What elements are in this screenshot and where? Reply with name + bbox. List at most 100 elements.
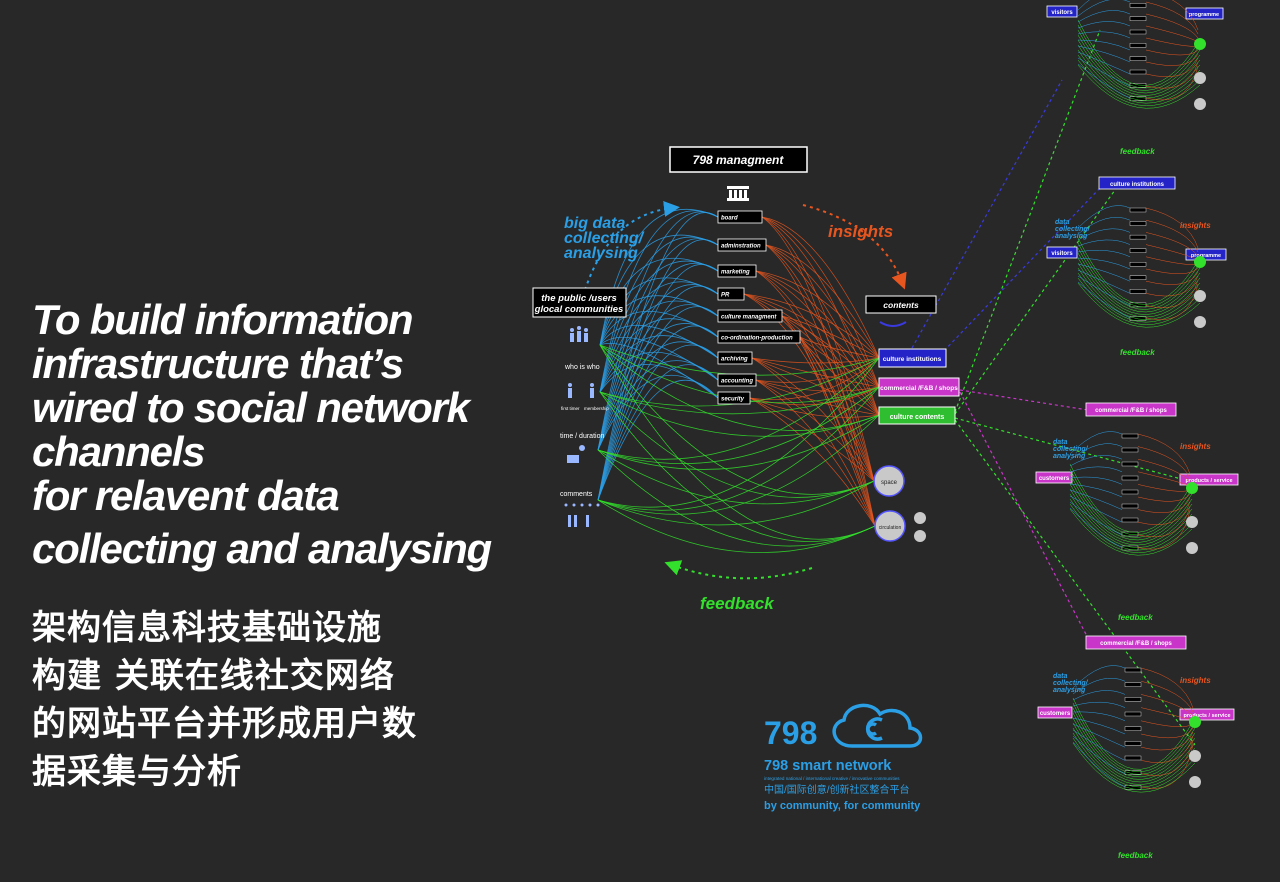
- mini-dept-box: [1121, 517, 1139, 523]
- connection-curve: [765, 244, 880, 388]
- mini-data-label: data: [1053, 673, 1068, 680]
- mini-curve: [1145, 37, 1199, 47]
- connection-curve: [597, 364, 719, 501]
- mini-curve: [1069, 431, 1123, 455]
- cloud-icon: [832, 703, 923, 748]
- logo-number: 798: [764, 715, 817, 751]
- connection-curve: [755, 379, 875, 482]
- big-data-line: analysing: [564, 245, 638, 262]
- mini-curve: [1069, 483, 1193, 543]
- mini-curve: [1072, 707, 1196, 775]
- person-icon: [568, 383, 594, 398]
- mini-node: [1194, 38, 1206, 50]
- clock-icon: [567, 445, 585, 463]
- mini-curve: [1069, 443, 1123, 461]
- comments-label: comments: [560, 491, 593, 498]
- mini-curve: [1072, 712, 1196, 778]
- mini-node: [1189, 750, 1201, 762]
- mini-curve: [1077, 59, 1201, 106]
- mini-curve: [1145, 1, 1199, 35]
- big-data-arrow: [584, 200, 680, 291]
- mini-dept-box: [1129, 16, 1147, 21]
- logo: 798 798 smart network integrated nationa…: [760, 698, 940, 818]
- mini-curve: [1145, 267, 1199, 274]
- chinese-line: 据采集与分析: [32, 752, 242, 792]
- people-icon: [570, 326, 588, 342]
- connection-curve: [799, 336, 880, 359]
- mini-curve: [1077, 21, 1131, 29]
- mini-curve: [1145, 283, 1199, 320]
- mini-dept-box: [1124, 741, 1142, 746]
- mini-insights-label: insights: [1180, 221, 1211, 230]
- mini-dept-box: [1121, 475, 1139, 481]
- mini-products-label: products / service: [1185, 478, 1232, 484]
- mini-curve: [1140, 667, 1194, 709]
- mini-curve: [1072, 678, 1126, 695]
- mini-dept-box: [1129, 43, 1147, 48]
- mini-curve: [1077, 45, 1131, 63]
- connection-curve: [765, 244, 880, 416]
- mini-dept-box: [1124, 770, 1142, 775]
- mini-visitors-label: visitors: [1051, 251, 1073, 257]
- mini-curve: [1069, 473, 1193, 538]
- contents-box: [865, 295, 937, 314]
- department-label: security: [721, 397, 745, 403]
- mini-commercial-label: commercial /F&B / shops: [1095, 408, 1167, 414]
- connection-curve: [751, 357, 880, 364]
- mini-dept-box: [1129, 302, 1147, 308]
- mini-node: [1194, 316, 1206, 328]
- department-label: board: [721, 216, 738, 222]
- headline-line: channels: [32, 428, 206, 475]
- connection-curve: [599, 343, 719, 399]
- connection-curve: [597, 414, 880, 515]
- big-data-line: big data: [564, 215, 625, 232]
- department-label: archiving: [721, 357, 748, 363]
- mini-curve: [1077, 263, 1131, 282]
- mini-data-label: collecting/: [1053, 446, 1089, 453]
- mini-curve: [1077, 275, 1131, 306]
- connection-curve: [597, 262, 719, 451]
- headline-line: To build information: [32, 296, 414, 343]
- connection-curve: [781, 315, 880, 416]
- mini-curve: [1077, 39, 1201, 96]
- department-box: [717, 264, 757, 278]
- mini-node: [1194, 98, 1206, 110]
- management-box: [669, 146, 808, 173]
- space-node: [873, 465, 905, 497]
- mini-curve: [1140, 727, 1194, 739]
- commercial-box: [878, 377, 960, 397]
- mini-curve: [1077, 49, 1201, 101]
- connection-curve: [597, 264, 719, 501]
- space-label: space: [881, 480, 898, 486]
- mini-node: [1189, 776, 1201, 788]
- mini-curve: [1072, 717, 1196, 780]
- mini-curve: [1072, 727, 1196, 785]
- mini-curve: [1137, 497, 1191, 513]
- department-box: [717, 351, 753, 365]
- mini-nodes: [1069, 0, 1206, 793]
- mini-curve: [1145, 207, 1199, 249]
- department-box: [717, 309, 783, 323]
- connection-curve: [599, 236, 719, 393]
- mini-curve: [1145, 65, 1199, 101]
- connection-curve: [761, 216, 875, 482]
- mini-curve: [1137, 433, 1191, 475]
- mini-feedback-label: feedback: [1118, 613, 1153, 622]
- link-line: [959, 389, 1089, 411]
- comments-icon: [564, 503, 600, 527]
- connection-curve: [743, 293, 880, 388]
- mini-dept-box: [1124, 755, 1142, 761]
- connection-curve: [599, 386, 880, 415]
- link-line: [954, 417, 1186, 481]
- connection-curve: [755, 270, 875, 482]
- mini-dept-box: [1129, 275, 1147, 280]
- mini-node: [1186, 482, 1198, 494]
- mini-curve: [1072, 735, 1126, 774]
- logo-slogan: by community, for community: [764, 800, 921, 812]
- mini-curve: [1069, 478, 1193, 541]
- logo-graphic: 798 798 smart network integrated nationa…: [764, 703, 923, 812]
- mini-curve: [1077, 269, 1131, 294]
- mini-curve: [1072, 741, 1126, 788]
- mini-diagram-4: commercial /F&B / shops data collecting/…: [1037, 635, 1235, 860]
